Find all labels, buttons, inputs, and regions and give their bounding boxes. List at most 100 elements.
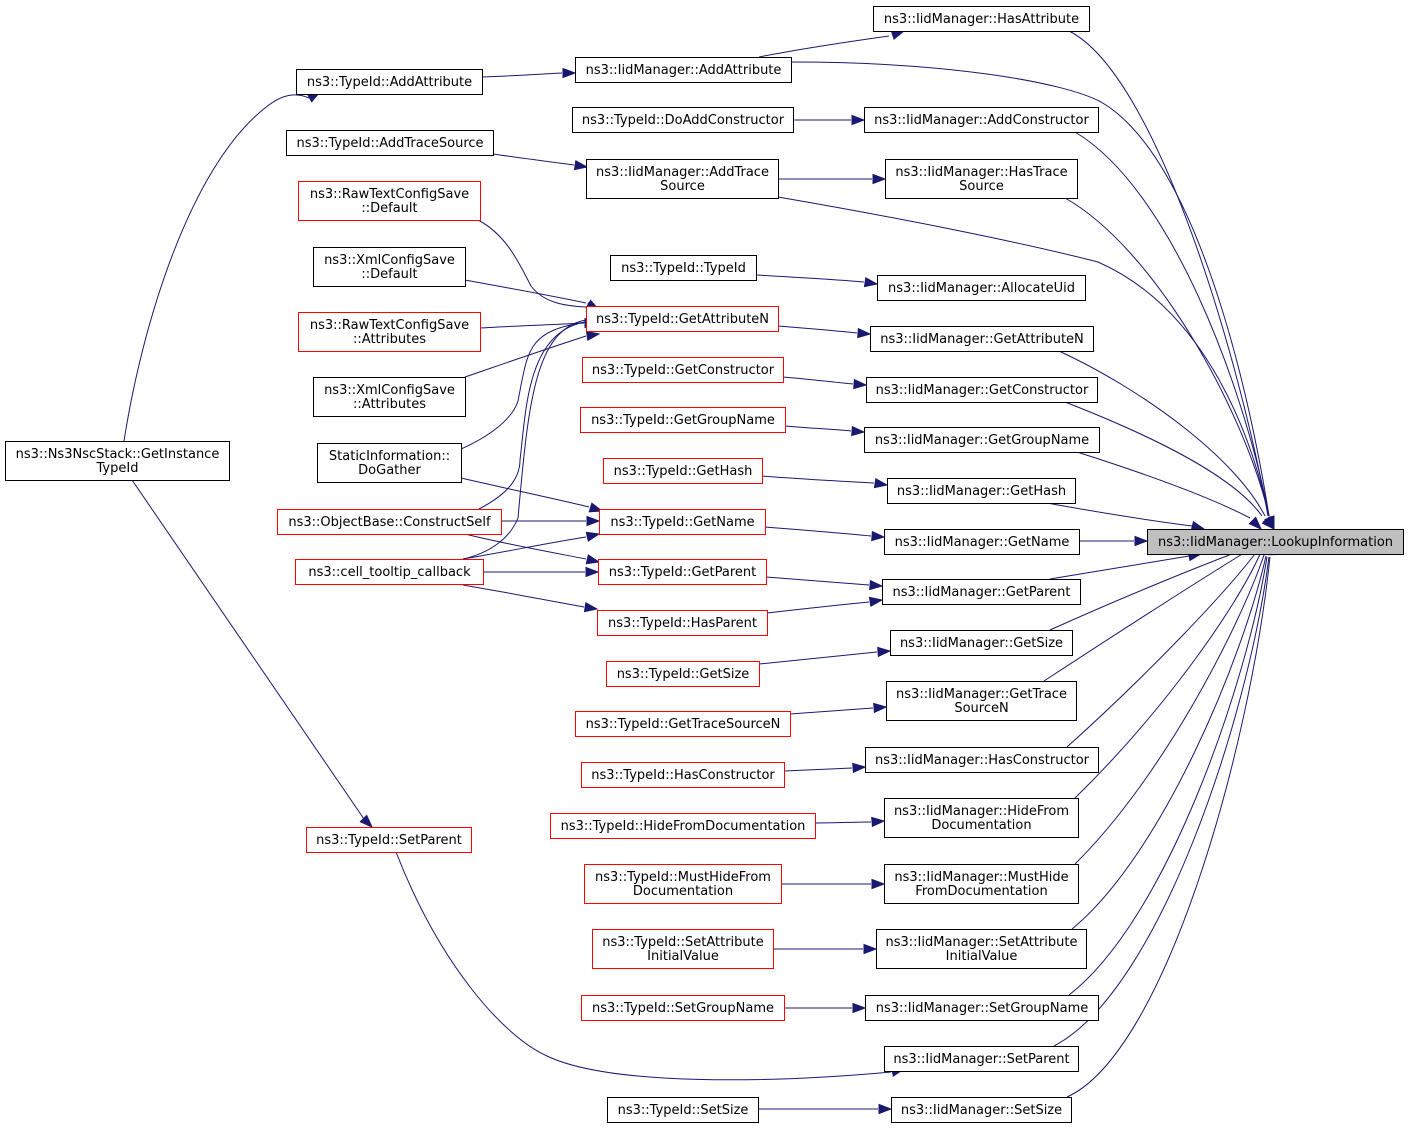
node-xmlattr[interactable]: ns3::XmlConfigSave::Attributes — [313, 377, 466, 417]
node-label: ns3::IidManager::GetHash — [897, 484, 1066, 499]
call-edge — [765, 576, 870, 586]
node-tid-gethash[interactable]: ns3::TypeId::GetHash — [603, 458, 763, 484]
node-iid-getparent[interactable]: ns3::IidManager::GetParent — [882, 579, 1081, 605]
node-label: ns3::IidManager::GetGroupName — [875, 433, 1089, 448]
call-edge — [1049, 555, 1190, 580]
node-lookupinfo[interactable]: ns3::IidManager::LookupInformation — [1147, 529, 1404, 555]
node-iid-musthide[interactable]: ns3::IidManager::MustHideFromDocumentati… — [884, 864, 1079, 904]
call-edge — [790, 61, 1270, 517]
node-rawdef[interactable]: ns3::RawTextConfigSave::Default — [298, 181, 481, 221]
node-iid-setsize[interactable]: ns3::IidManager::SetSize — [891, 1097, 1072, 1123]
call-edge — [766, 601, 870, 614]
node-box — [870, 326, 1094, 352]
node-box — [5, 441, 230, 481]
node-tid-getparent[interactable]: ns3::TypeId::GetParent — [598, 559, 767, 585]
node-iid-addtrace[interactable]: ns3::IidManager::AddTraceSource — [586, 159, 779, 199]
node-label: ns3::XmlConfigSave — [324, 383, 455, 398]
node-box — [877, 275, 1086, 301]
node-tid-getname[interactable]: ns3::TypeId::GetName — [599, 509, 766, 535]
node-iid-getsize[interactable]: ns3::IidManager::GetSize — [890, 630, 1073, 656]
call-edge — [1064, 401, 1263, 517]
call-edge — [777, 196, 1270, 517]
node-box — [581, 995, 785, 1021]
node-label: ns3::TypeId::AddAttribute — [307, 75, 472, 90]
node-iid-hasctor[interactable]: ns3::IidManager::HasConstructor — [865, 747, 1099, 773]
node-label: ns3::IidManager::AddTrace — [596, 165, 769, 180]
node-box — [586, 306, 779, 332]
node-tid-getsize[interactable]: ns3::TypeId::GetSize — [606, 661, 760, 687]
node-box — [317, 443, 462, 483]
call-edge-arrowhead — [359, 814, 374, 829]
node-label: ns3::IidManager::SetParent — [893, 1052, 1069, 1067]
call-edge — [464, 279, 587, 304]
node-tid-gettracen[interactable]: ns3::TypeId::GetTraceSourceN — [575, 711, 791, 737]
node-iid-getgroup[interactable]: ns3::IidManager::GetGroupName — [864, 427, 1100, 453]
node-iid-setgroup[interactable]: ns3::IidManager::SetGroupName — [865, 995, 1099, 1021]
node-tid-getctor[interactable]: ns3::TypeId::GetConstructor — [582, 357, 784, 383]
node-tid-hide[interactable]: ns3::TypeId::HideFromDocumentation — [550, 813, 816, 839]
node-label: InitialValue — [946, 949, 1018, 964]
node-box — [296, 69, 483, 95]
node-tid-doaddctor[interactable]: ns3::TypeId::DoAddConstructor — [572, 107, 794, 133]
node-tid-hasctor[interactable]: ns3::TypeId::HasConstructor — [581, 762, 785, 788]
node-tid-getgroup[interactable]: ns3::TypeId::GetGroupName — [580, 407, 786, 433]
node-label: ns3::TypeId::HasConstructor — [591, 768, 775, 783]
node-iid-gettracen[interactable]: ns3::IidManager::GetTraceSourceN — [886, 681, 1077, 721]
node-label: ns3::TypeId::MustHideFrom — [595, 870, 771, 885]
node-box — [606, 661, 760, 687]
call-edge-arrowhead — [871, 878, 886, 890]
node-box — [584, 864, 782, 904]
node-objbase[interactable]: ns3::ObjectBase::ConstructSelf — [277, 509, 502, 535]
call-edge — [783, 767, 853, 772]
node-iid-alloc[interactable]: ns3::IidManager::AllocateUid — [877, 275, 1086, 301]
node-label: TypeId — [96, 461, 139, 476]
node-box — [597, 610, 768, 636]
node-box — [599, 509, 766, 535]
node-tid-hasparent[interactable]: ns3::TypeId::HasParent — [597, 610, 768, 636]
node-box — [890, 630, 1073, 656]
node-label: ::Attributes — [353, 332, 426, 347]
node-label: ns3::IidManager::GetConstructor — [876, 383, 1089, 398]
node-label: ns3::TypeId::SetAttribute — [602, 935, 764, 950]
call-edge-arrowhead — [585, 330, 601, 342]
node-tid-setparent[interactable]: ns3::TypeId::SetParent — [306, 827, 472, 853]
node-rawattr[interactable]: ns3::RawTextConfigSave::Attributes — [298, 312, 481, 352]
node-iid-setparent[interactable]: ns3::IidManager::SetParent — [884, 1046, 1079, 1072]
call-edge-arrowhead — [586, 515, 601, 527]
node-tid-typeid[interactable]: ns3::TypeId::TypeId — [610, 255, 757, 281]
call-edge-arrowhead — [1261, 516, 1275, 531]
call-edge-arrowhead — [853, 378, 868, 390]
node-box — [313, 377, 466, 417]
call-edge-arrowhead — [1134, 535, 1149, 547]
call-edge-arrowhead — [869, 579, 884, 591]
node-iid-hide[interactable]: ns3::IidManager::HideFromDocumentation — [884, 798, 1079, 838]
node-box — [886, 681, 1077, 721]
call-edge — [1074, 551, 1262, 799]
node-iid-getattrn[interactable]: ns3::IidManager::GetAttributeN — [870, 326, 1094, 352]
node-xmldef[interactable]: ns3::XmlConfigSave::Default — [313, 247, 466, 287]
call-edge-arrowhead — [857, 327, 872, 339]
node-tid-setsize[interactable]: ns3::TypeId::SetSize — [607, 1097, 759, 1123]
node-tid-getattrn[interactable]: ns3::TypeId::GetAttributeN — [586, 306, 779, 332]
node-iid-addattr[interactable]: ns3::IidManager::AddAttribute — [575, 57, 792, 83]
node-iid-addctor[interactable]: ns3::IidManager::AddConstructor — [864, 107, 1099, 133]
node-tid-setgroup[interactable]: ns3::TypeId::SetGroupName — [581, 995, 785, 1021]
node-tid-addattr[interactable]: ns3::TypeId::AddAttribute — [296, 69, 483, 95]
node-box — [884, 1046, 1079, 1072]
node-iid-getname[interactable]: ns3::IidManager::GetName — [884, 529, 1080, 555]
node-iid-gethash[interactable]: ns3::IidManager::GetHash — [887, 478, 1076, 504]
node-box — [1147, 529, 1404, 555]
node-label: ns3::TypeId::SetGroupName — [592, 1001, 774, 1016]
node-staticinfo[interactable]: StaticInformation::DoGather — [317, 443, 462, 483]
node-celltip[interactable]: ns3::cell_tooltip_callback — [295, 559, 484, 585]
node-iid-hasattr[interactable]: ns3::IidManager::HasAttribute — [873, 6, 1090, 32]
node-iid-getctor[interactable]: ns3::IidManager::GetConstructor — [866, 377, 1098, 403]
node-iid-setattrinit[interactable]: ns3::IidManager::SetAttributeInitialValu… — [876, 929, 1087, 969]
node-label: ns3::TypeId::HasParent — [608, 616, 757, 631]
node-tid-addtrace[interactable]: ns3::TypeId::AddTraceSource — [286, 130, 494, 156]
